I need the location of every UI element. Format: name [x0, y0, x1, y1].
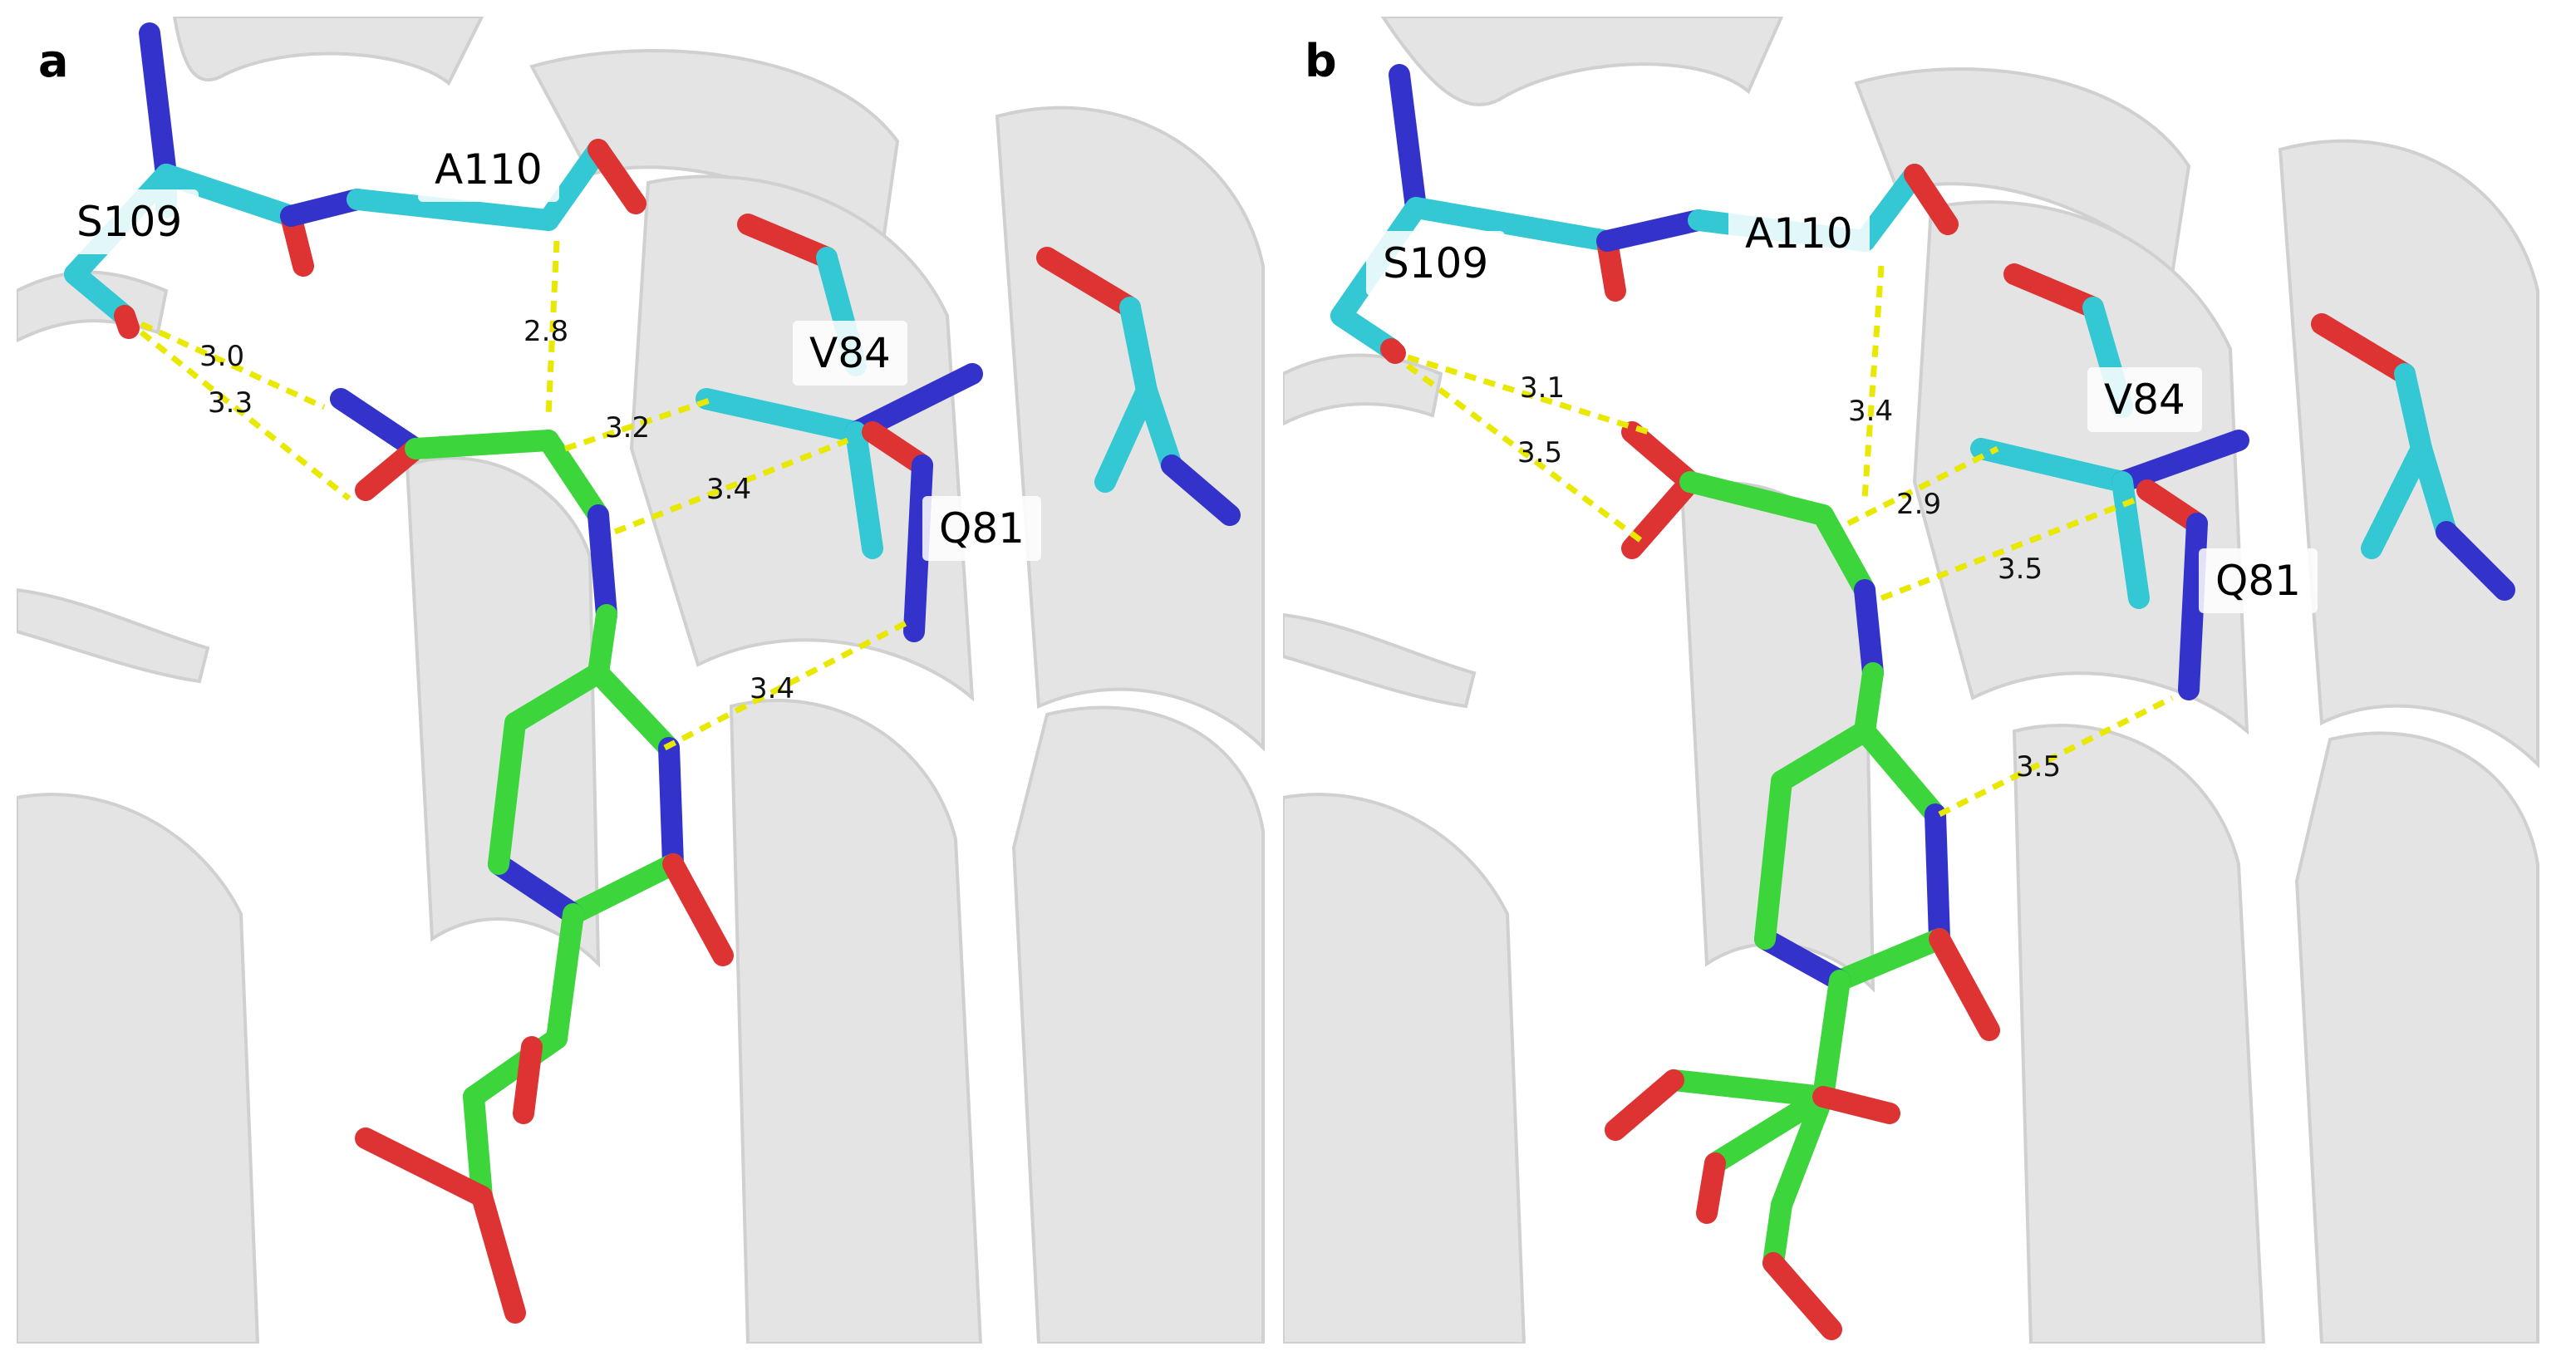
hydrogen-bonds [139, 240, 907, 751]
residue-label-a110: A110 [418, 137, 559, 202]
structure-panel-b: b S109 A110 V84 Q81 3.1 3.5 3.4 2.9 3.5 … [1283, 17, 2548, 1344]
hydrogen-bonds [1405, 265, 2174, 818]
distance-label: 3.5 [1998, 553, 2043, 586]
distance-label: 3.1 [1520, 371, 1566, 405]
panel-label: a [38, 35, 69, 87]
residue-label-v84: V84 [793, 321, 907, 386]
panel-label: b [1305, 35, 1337, 87]
distance-label: 3.4 [1848, 395, 1894, 428]
distance-label: 3.5 [2016, 750, 2062, 784]
molecular-structure-b [1283, 17, 2539, 1344]
ligand-sticks [1605, 421, 2000, 1340]
residue-label-v84: V84 [2087, 367, 2202, 432]
distance-label: 2.9 [1896, 488, 1942, 521]
distance-label: 3.4 [750, 672, 795, 705]
residue-label-q81: Q81 [2199, 548, 2318, 613]
residue-label-q81: Q81 [922, 496, 1041, 561]
residue-label-s109: S109 [1366, 231, 1506, 296]
ligand-sticks [330, 388, 734, 1324]
distance-label: 3.0 [199, 340, 245, 373]
protein-sticks [64, 22, 1241, 642]
molecular-structure-a [17, 17, 1265, 1344]
residue-label-a110: A110 [1728, 201, 1870, 266]
residue-label-s109: S109 [60, 189, 199, 254]
distance-label: 3.3 [208, 386, 253, 420]
distance-label: 2.8 [524, 315, 569, 348]
structure-panel-a: a S109 A110 V84 Q81 3.0 3.3 2.8 3.2 3.4 … [17, 17, 1281, 1344]
protein-cartoon [1283, 17, 2539, 1344]
distance-label: 3.4 [706, 473, 752, 506]
distance-label: 3.5 [1517, 436, 1563, 469]
distance-label: 3.2 [605, 411, 651, 445]
protein-cartoon [17, 17, 1265, 1344]
